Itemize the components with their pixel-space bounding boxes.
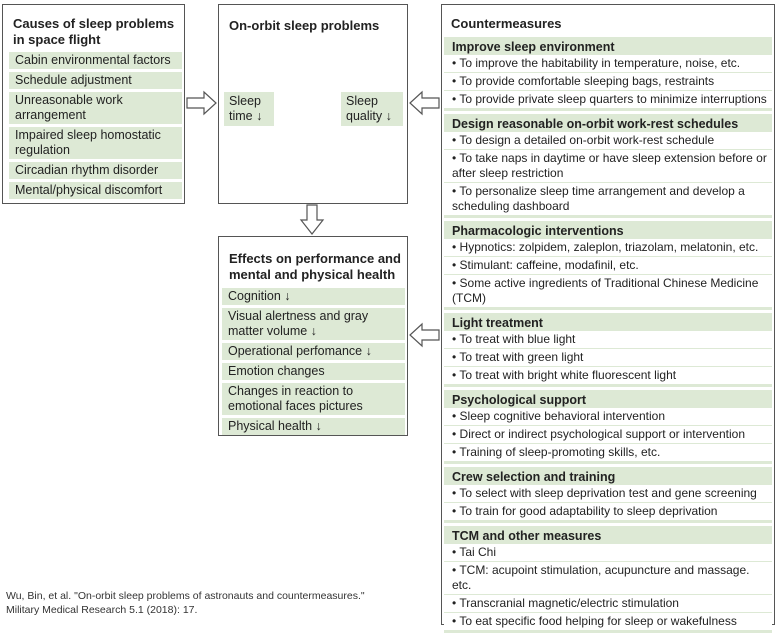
countermeasure-item: • To treat with green light (444, 349, 772, 366)
countermeasure-section-title: Psychological support (452, 393, 587, 407)
countermeasure-item: • To improve the habitability in tempera… (444, 55, 772, 72)
countermeasure-item: • To treat with blue light (444, 331, 772, 348)
countermeasure-section: Light treatment• To treat with blue ligh… (444, 313, 772, 387)
countermeasure-section-title: Pharmacologic interventions (452, 224, 624, 238)
countermeasure-section: Design reasonable on-orbit work-rest sch… (444, 114, 772, 218)
causes-title: Causes of sleep problems in space flight (13, 16, 175, 47)
arrow-countermeasures-to-onorbit (409, 90, 440, 116)
countermeasure-item: • Tai Chi (444, 544, 772, 561)
effect-item-3: Operational perfomance ↓ (222, 343, 405, 360)
arrow-countermeasures-to-effects (409, 322, 440, 348)
countermeasure-item: • Sleep cognitive behavioral interventio… (444, 408, 772, 425)
countermeasure-item: • TCM: acupoint stimulation, acupuncture… (444, 562, 772, 594)
countermeasure-section-title: TCM and other measures (452, 529, 602, 543)
countermeasure-item: • To provide comfortable sleeping bags, … (444, 73, 772, 90)
countermeasure-section: TCM and other measures• Tai Chi• TCM: ac… (444, 526, 772, 633)
countermeasure-item: • To personalize sleep time arrangement … (444, 183, 772, 215)
countermeasures-box: Countermeasures Improve sleep environmen… (441, 4, 775, 633)
effect-item-5: Changes in reaction to emotional faces p… (222, 383, 405, 415)
citation-line-2: Military Medical Research 5.1 (2018): 17… (6, 604, 198, 616)
onorbit-box: On-orbit sleep problems Sleep time ↓ Sle… (218, 4, 408, 204)
countermeasure-item: • To train for good adaptability to slee… (444, 503, 772, 520)
effect-item-2: Visual alertness and gray matter volume … (222, 308, 405, 340)
countermeasure-section-title: Improve sleep environment (452, 40, 615, 54)
effects-list: Cognition ↓ Visual alertness and gray mat… (222, 288, 405, 435)
citation-line-1: Wu, Bin, et al. "On-orbit sleep problems… (6, 590, 365, 602)
countermeasures-list: Improve sleep environment• To improve th… (444, 37, 772, 633)
arrow-causes-to-onorbit (186, 90, 217, 116)
countermeasure-item: • Transcranial magnetic/electric stimula… (444, 595, 772, 612)
countermeasure-item: • Hypnotics: zolpidem, zaleplon, triazol… (444, 239, 772, 256)
cause-item-3: Unreasonable work arrangement (9, 92, 182, 124)
countermeasure-item: • Direct or indirect psychological suppo… (444, 426, 772, 443)
cause-item-6: Mental/physical discomfort (9, 182, 182, 199)
cause-item-4: Impaired sleep homostatic regulation (9, 127, 182, 159)
effect-item-1: Cognition ↓ (222, 288, 405, 305)
countermeasure-item: • Stimulant: caffeine, modafinil, etc. (444, 257, 772, 274)
countermeasure-item: • Training of sleep-promoting skills, et… (444, 444, 772, 461)
countermeasures-title: Countermeasures (451, 16, 562, 31)
countermeasure-section: Crew selection and training• To select w… (444, 467, 772, 523)
effects-box: Effects on performance and mental and ph… (218, 236, 408, 436)
sleep-quality-label: Sleep quality ↓ (341, 92, 403, 126)
sleep-time-label: Sleep time ↓ (224, 92, 274, 126)
cause-item-5: Circadian rhythm disorder (9, 162, 182, 179)
countermeasure-item: • To eat specific food helping for sleep… (444, 613, 772, 630)
countermeasure-item: • To treat with bright white fluorescent… (444, 367, 772, 384)
effect-item-6: Physical health ↓ (222, 418, 405, 435)
cause-item-1: Cabin environmental factors (9, 52, 182, 69)
citation: Wu, Bin, et al. "On-orbit sleep problems… (6, 589, 365, 617)
countermeasure-item: • To take naps in daytime or have sleep … (444, 150, 772, 182)
countermeasure-section: Improve sleep environment• To improve th… (444, 37, 772, 111)
effects-title: Effects on performance and mental and ph… (229, 251, 401, 282)
countermeasure-section-title: Design reasonable on-orbit work-rest sch… (452, 117, 739, 131)
countermeasure-item: • To design a detailed on-orbit work-res… (444, 132, 772, 149)
countermeasure-section: Psychological support• Sleep cognitive b… (444, 390, 772, 464)
causes-box: Causes of sleep problems in space flight… (2, 4, 185, 204)
onorbit-title: On-orbit sleep problems (229, 18, 380, 33)
countermeasure-item: • Some active ingredients of Traditional… (444, 275, 772, 307)
effect-item-4: Emotion changes (222, 363, 405, 380)
cause-item-2: Schedule adjustment (9, 72, 182, 89)
countermeasure-section-title: Light treatment (452, 316, 543, 330)
countermeasure-item: • To provide private sleep quarters to m… (444, 91, 772, 108)
countermeasure-item: • To select with sleep deprivation test … (444, 485, 772, 502)
arrow-onorbit-to-effects (299, 204, 325, 235)
countermeasure-section: Pharmacologic interventions• Hypnotics: … (444, 221, 772, 310)
countermeasure-section-title: Crew selection and training (452, 470, 616, 484)
